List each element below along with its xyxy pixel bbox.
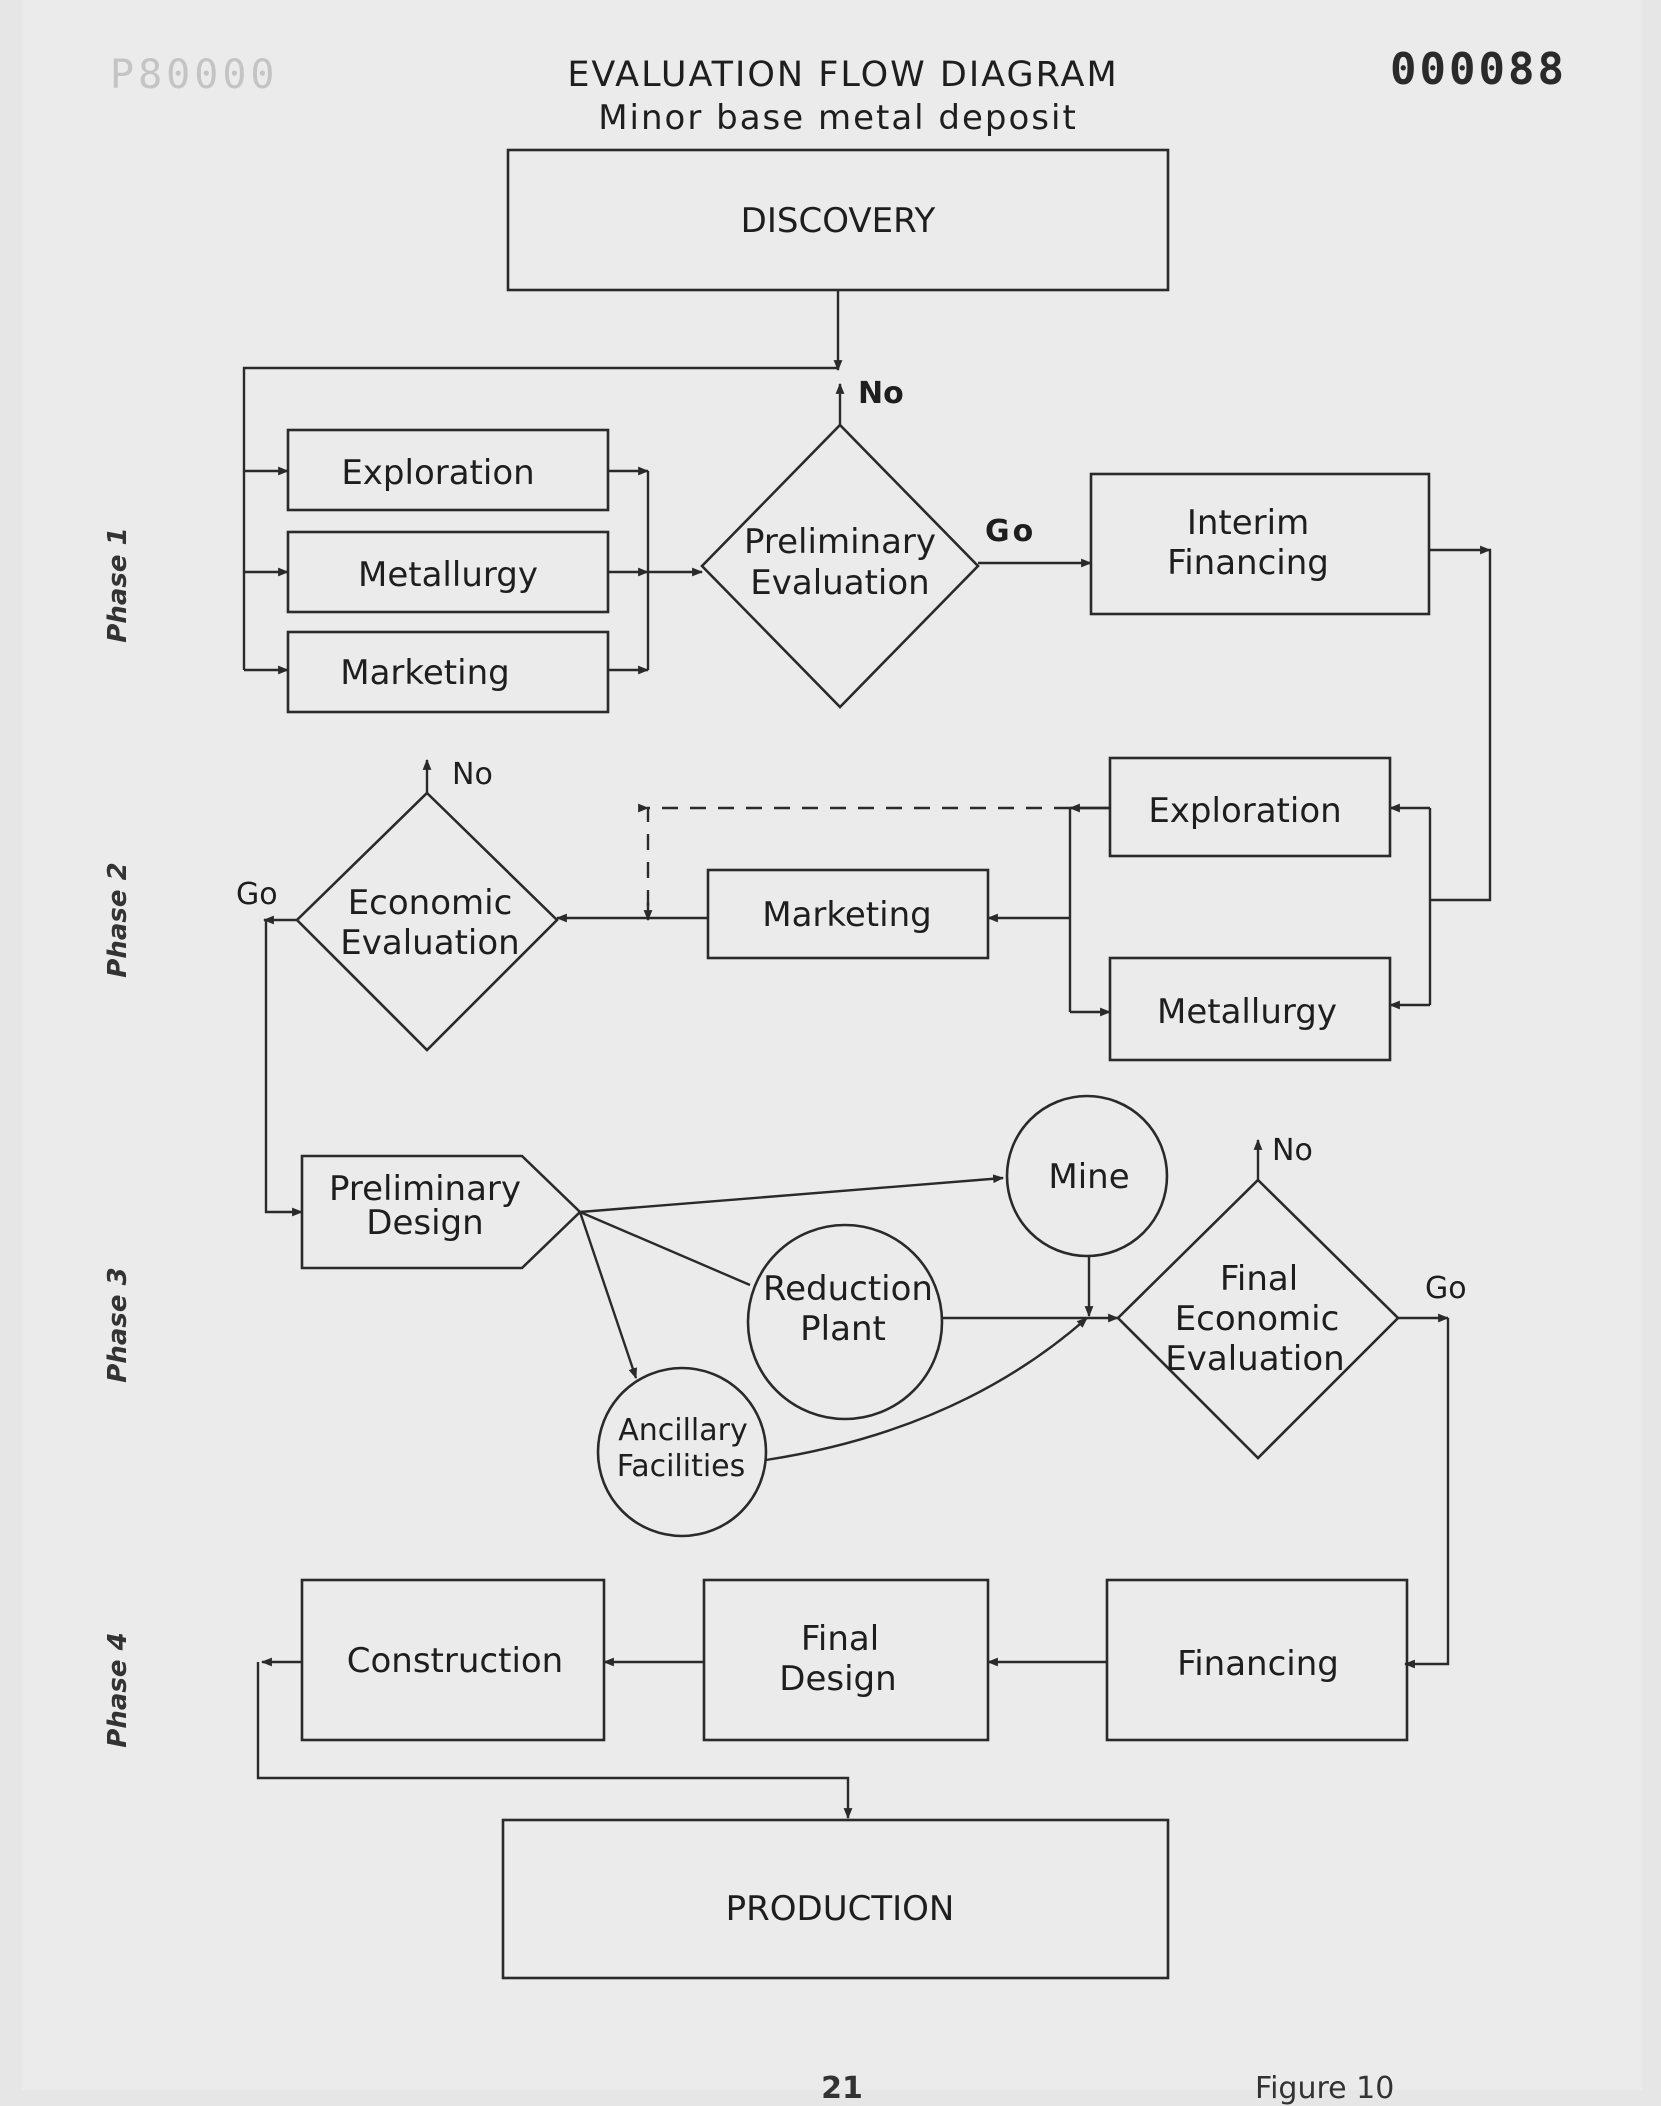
financing-label: Financing — [1177, 1644, 1339, 1684]
page-title: EVALUATION FLOW DIAGRAM — [567, 55, 1118, 95]
preliminary-evaluation-diamond: Preliminary Evaluation — [700, 423, 980, 709]
reduction-plant-circle: Reduction Plant — [746, 1223, 944, 1421]
faded-doc-number: P80000 — [110, 52, 279, 98]
go-to-prelim-design-line — [264, 920, 304, 1217]
final-design-line2: Design — [779, 1659, 896, 1699]
design-to-ancillary-arrow — [578, 1211, 638, 1380]
p1-exploration-box: Exploration — [286, 428, 610, 512]
ancillary-to-final-eval-arrow — [765, 1317, 1088, 1462]
construction-box: Construction — [300, 1578, 606, 1742]
production-label: PRODUCTION — [726, 1889, 955, 1929]
prelim-eval-go-label: Go — [985, 514, 1036, 549]
prelim-eval-line2: Evaluation — [750, 563, 929, 603]
ancillary-facilities-circle: Ancillary Facilities — [596, 1366, 768, 1538]
paper-sheet — [22, 0, 1642, 2090]
phase-2-label: Phase 2 — [103, 862, 133, 977]
construction-label: Construction — [347, 1641, 563, 1681]
prelim-design-line1: Preliminary — [329, 1169, 521, 1209]
final-eval-go-label: Go — [1425, 1271, 1467, 1306]
econ-eval-no-label: No — [452, 757, 493, 792]
final-econ-line1: Final — [1220, 1259, 1298, 1299]
final-econ-line3: Evaluation — [1165, 1339, 1344, 1379]
design-to-mine-arrow — [579, 1174, 1005, 1214]
reduction-plant-line2: Plant — [800, 1309, 886, 1349]
discovery-box: DISCOVERY — [506, 148, 1170, 292]
econ-eval-go-label: Go — [236, 877, 278, 912]
p1-marketing-box: Marketing — [286, 630, 610, 714]
p1-metallurgy-box: Metallurgy — [286, 530, 610, 614]
p2-exploration-label: Exploration — [1148, 791, 1341, 831]
discovery-label: DISCOVERY — [741, 201, 936, 241]
mine-label: Mine — [1048, 1157, 1129, 1197]
p2-exploration-box: Exploration — [1108, 756, 1392, 858]
phase-1-label: Phase 1 — [103, 527, 133, 642]
interim-financing-line2: Financing — [1167, 543, 1329, 583]
final-design-box: Final Design — [702, 1578, 990, 1742]
final-econ-line2: Economic — [1175, 1299, 1340, 1339]
p2-marketing-label: Marketing — [762, 895, 931, 935]
final-design-line1: Final — [801, 1619, 879, 1659]
page-subtitle: Minor base metal deposit — [598, 98, 1078, 138]
econ-eval-line2: Evaluation — [340, 923, 519, 963]
prelim-design-line2: Design — [366, 1203, 483, 1243]
p2-metallurgy-box: Metallurgy — [1108, 956, 1392, 1062]
design-to-reduction-arrow — [579, 1210, 751, 1287]
p2-marketing-box: Marketing — [706, 868, 990, 960]
interim-to-phase2-connector — [1429, 548, 1492, 902]
phase-3-label: Phase 3 — [103, 1267, 133, 1382]
p1-marketing-label: Marketing — [340, 653, 509, 693]
prelim-eval-line1: Preliminary — [744, 522, 936, 562]
final-eval-no-label: No — [1272, 1133, 1313, 1168]
phase-4-label: Phase 4 — [103, 1632, 133, 1747]
financing-box: Financing — [1105, 1578, 1409, 1742]
mine-circle: Mine — [1005, 1094, 1169, 1258]
page-number: 21 — [821, 2071, 863, 2106]
p2-metallurgy-label: Metallurgy — [1157, 992, 1337, 1032]
econ-eval-line1: Economic — [348, 883, 513, 923]
p1-metallurgy-label: Metallurgy — [358, 555, 538, 595]
construction-to-production-line — [256, 1662, 853, 1820]
dashed-bypass-line — [646, 806, 1070, 918]
figure-label: Figure 10 — [1255, 2071, 1394, 2106]
phase1-feedback-loop — [242, 366, 838, 670]
ancillary-line1: Ancillary — [618, 1413, 748, 1448]
ancillary-line2: Facilities — [617, 1449, 746, 1484]
interim-financing-line1: Interim — [1187, 503, 1309, 543]
production-box: PRODUCTION — [501, 1818, 1170, 1980]
preliminary-design-shape: Preliminary Design — [300, 1154, 582, 1270]
doc-number: 000088 — [1390, 44, 1567, 95]
p1-exploration-label: Exploration — [341, 453, 534, 493]
interim-financing-box: Interim Financing — [1089, 472, 1431, 616]
prelim-eval-no-label: No — [858, 376, 904, 411]
go-to-financing-line — [1403, 1318, 1450, 1669]
reduction-plant-line1: Reduction — [763, 1269, 933, 1309]
final-economic-evaluation-diamond: Final Economic Evaluation — [1116, 1178, 1400, 1460]
economic-evaluation-diamond: Economic Evaluation — [295, 791, 559, 1052]
